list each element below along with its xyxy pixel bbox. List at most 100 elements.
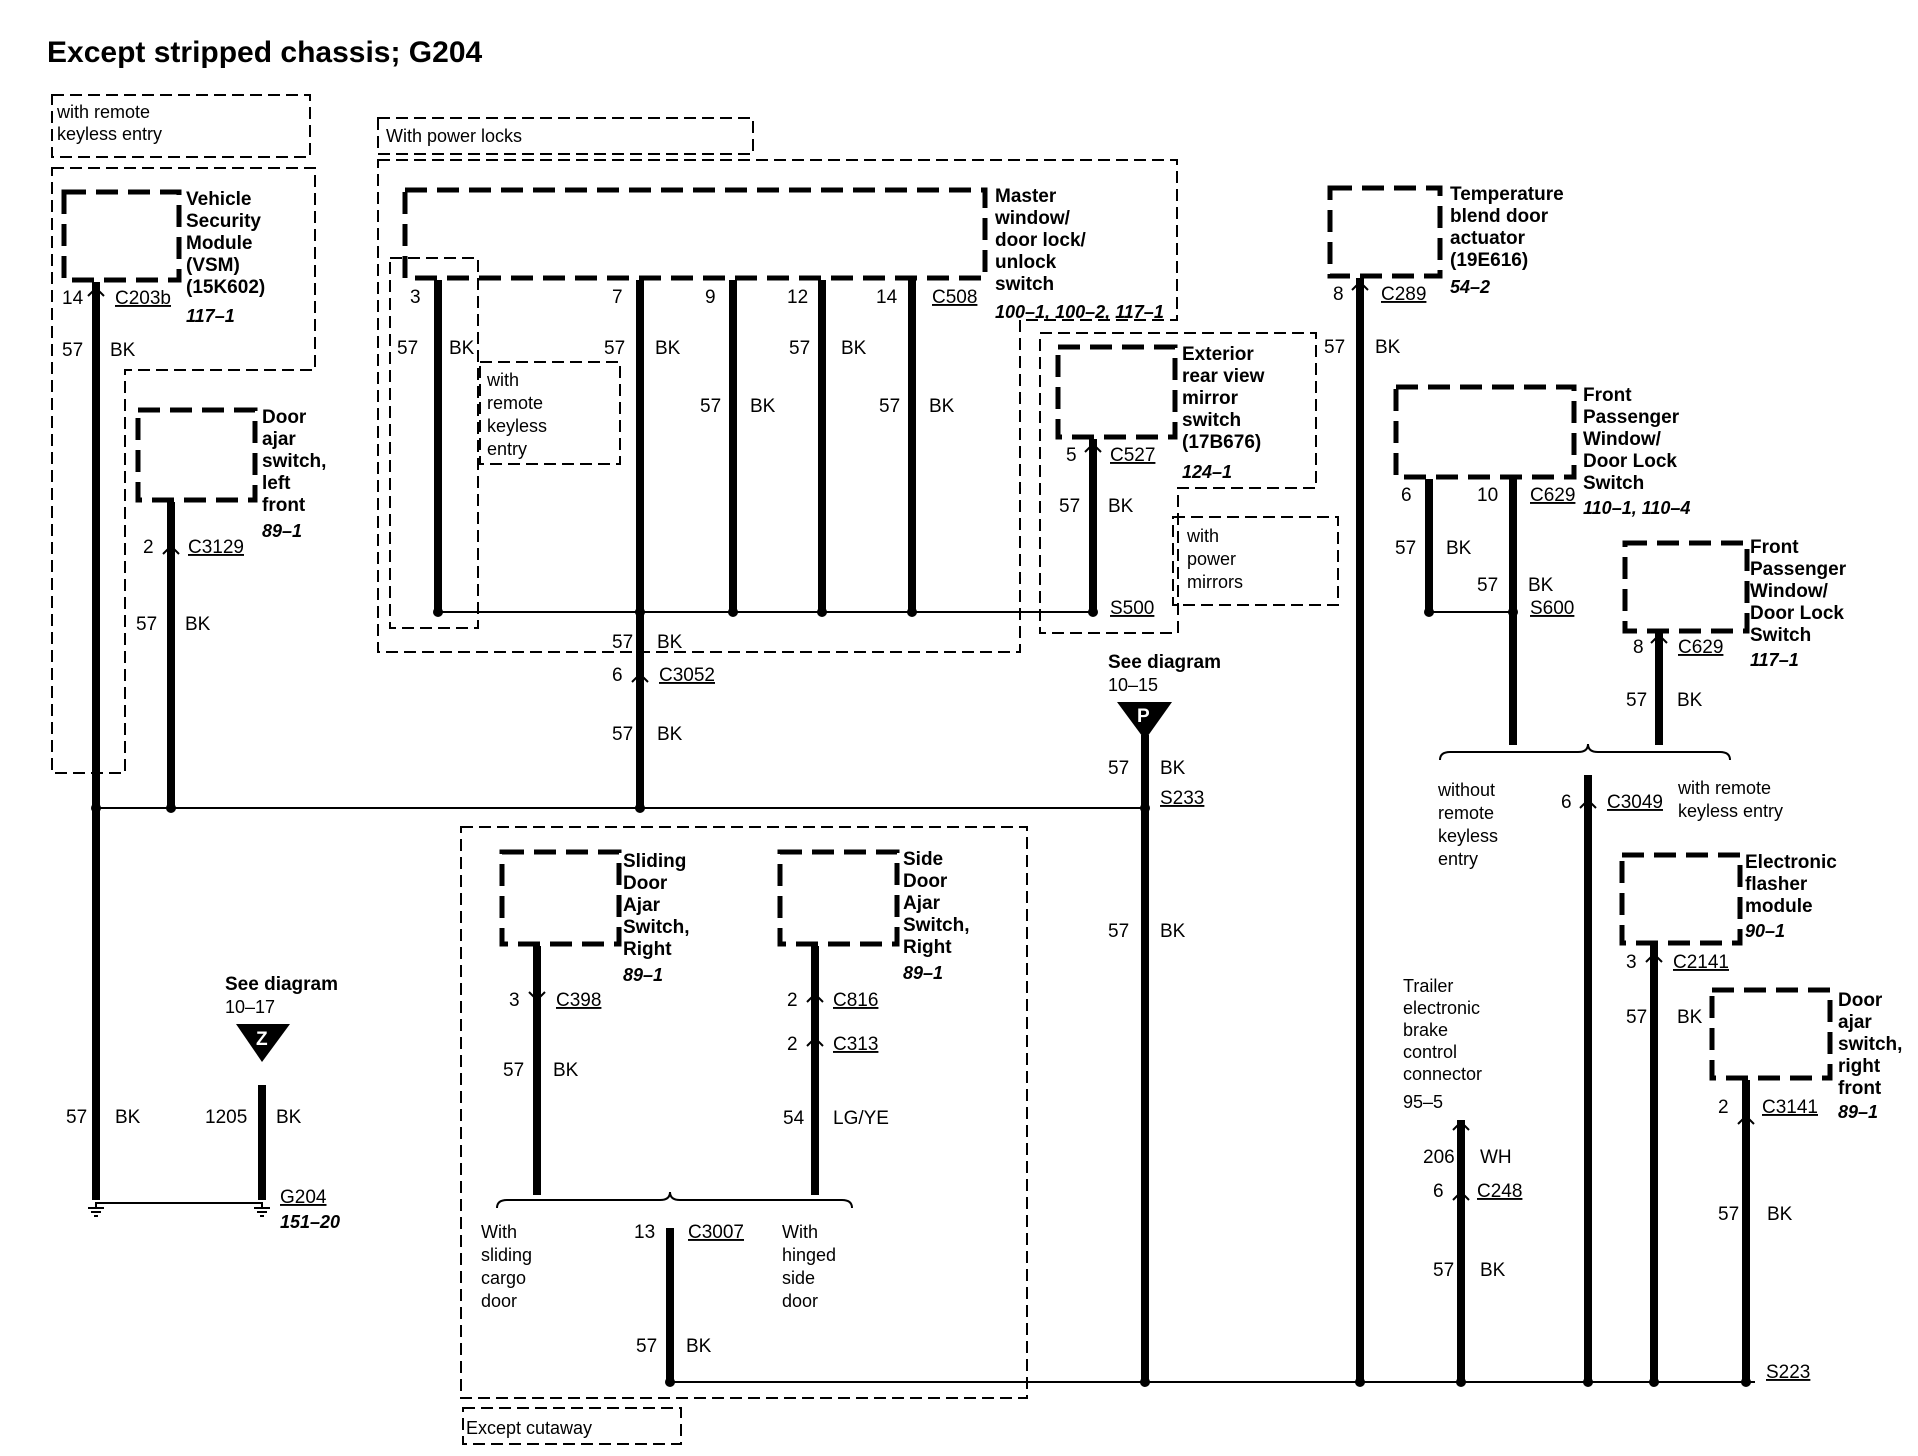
trailer-name-3: brake (1403, 1020, 1448, 1040)
side-name-5: Right (903, 937, 952, 958)
wire-label-num: 206 (1423, 1147, 1455, 1168)
ref-p-letter: P (1137, 706, 1150, 727)
wire-label-color: BK (657, 724, 683, 745)
with-rke-2: keyless entry (1678, 801, 1783, 821)
wire-label-num: 57 (1626, 1007, 1647, 1028)
fpa-name-1: Front (1583, 385, 1632, 406)
wire-label-color: WH (1480, 1147, 1512, 1168)
master-name-3: door lock/ (995, 230, 1087, 251)
wire-labels: 57 BK 57 BK 57 BK 57 BK 57 BK 57 BK 57 B… (62, 337, 1793, 1357)
door-ajar-lf-box (135, 407, 258, 503)
c3007-pin: 13 (634, 1222, 655, 1243)
hinged-side-4: door (782, 1291, 818, 1311)
vsm-name-3: Module (186, 233, 253, 254)
fpa-name-4: Door Lock (1583, 451, 1677, 472)
c248-chevron (1452, 1190, 1470, 1201)
master-name-4: unlock (995, 252, 1057, 273)
hinged-side-1: With (782, 1222, 818, 1242)
c248-name: C248 (1477, 1181, 1522, 1202)
vsm-option-region (51, 167, 316, 774)
c3052-chevron (631, 672, 649, 683)
splice-dot-6 (728, 607, 738, 617)
c3129-name: C3129 (188, 537, 244, 558)
sliding-door-box (499, 849, 622, 947)
splice-dot-s600 (1508, 607, 1518, 617)
power-mirrors-3: mirrors (1187, 572, 1243, 592)
c508-pin-3: 3 (410, 287, 421, 308)
rke-top-note-2: keyless entry (57, 124, 162, 144)
c398-chevron (528, 991, 546, 1002)
door-ajar-rf-name-4: right (1838, 1056, 1881, 1077)
ground-symbol-right (254, 1202, 270, 1217)
c527-name: C527 (1110, 445, 1155, 466)
c2141-chevron (1645, 952, 1663, 963)
fpa-name-5: Switch (1583, 473, 1644, 494)
mirror-switch-box (1055, 344, 1178, 440)
rke-inner-1: with (486, 370, 519, 390)
mirror-name-2: rear view (1182, 366, 1265, 387)
flasher-name-1: Electronic (1745, 852, 1837, 873)
c313-chevron (806, 1036, 824, 1047)
splice-dot-7 (817, 607, 827, 617)
wire-label-color: BK (1767, 1204, 1793, 1225)
flasher-ref: 90–1 (1745, 921, 1785, 941)
without-rke-3: keyless (1438, 826, 1498, 846)
ground-symbol-left (88, 1202, 104, 1217)
temp-name-1: Temperature (1450, 184, 1564, 205)
wire-label-num: 57 (1395, 538, 1416, 559)
wire-label-color: BK (841, 338, 867, 359)
vsm-name-2: Security (186, 211, 261, 232)
wire-label-num: 57 (789, 338, 810, 359)
fpb-name-1: Front (1750, 537, 1799, 558)
wire-label-color: BK (1446, 538, 1472, 559)
c313-name: C313 (833, 1034, 878, 1055)
wire-label-color: BK (110, 340, 136, 361)
master-switch-box (402, 187, 988, 281)
c3141-name: C3141 (1762, 1097, 1818, 1118)
c3049-pin: 6 (1561, 792, 1572, 813)
hinged-side-2: hinged (782, 1245, 836, 1265)
c3129-chevron (162, 544, 180, 555)
mirror-name-1: Exterior (1182, 344, 1254, 365)
side-name-3: Ajar (903, 893, 941, 914)
mirror-name-3: mirror (1182, 388, 1239, 409)
c508-name: C508 (932, 287, 977, 308)
hinged-side-3: side (782, 1268, 815, 1288)
trailer-name-4: control (1403, 1042, 1457, 1062)
vsm-name-1: Vehicle (186, 189, 252, 210)
wire-label-num: 57 (879, 396, 900, 417)
wire-label-color: BK (1677, 1007, 1703, 1028)
s223-label: S223 (1766, 1362, 1810, 1383)
sliding-cargo-4: door (481, 1291, 517, 1311)
door-ajar-rf-name-1: Door (1838, 990, 1883, 1011)
vsm-ref: 117–1 (186, 306, 235, 326)
c3052-name: C3052 (659, 665, 715, 686)
c816-chevron (806, 992, 824, 1003)
g204-ref: 151–20 (280, 1212, 340, 1232)
fpb-name-3: Window/ (1750, 581, 1829, 602)
diagram-title: Except stripped chassis; G204 (47, 36, 483, 69)
s500-label: S500 (1110, 598, 1154, 619)
rke-inner-4: entry (487, 439, 527, 459)
wire-label-num: 57 (612, 724, 633, 745)
wire-label-num: 57 (1324, 337, 1345, 358)
c3141-pin: 2 (1718, 1097, 1729, 1118)
c3007-brace (496, 1191, 853, 1209)
wire-label-num: 57 (1626, 690, 1647, 711)
sliding-name-4: Switch, (623, 917, 690, 938)
splice-dot-2 (166, 803, 176, 813)
temp-name-3: actuator (1450, 228, 1526, 249)
c313-pin: 2 (787, 1034, 798, 1055)
without-rke-2: remote (1438, 803, 1494, 823)
temp-name-2: blend door (1450, 206, 1549, 227)
wire-label-num: 57 (1718, 1204, 1739, 1225)
c248-pin: 6 (1433, 1181, 1444, 1202)
master-name-1: Master (995, 186, 1057, 207)
splice-dot-15 (1649, 1377, 1659, 1387)
wire-label-num: 57 (700, 396, 721, 417)
side-name-1: Side (903, 849, 943, 870)
door-ajar-rf-name-3: switch, (1838, 1034, 1902, 1055)
wire-label-color: BK (185, 614, 211, 635)
wire-label-num: 57 (397, 338, 418, 359)
